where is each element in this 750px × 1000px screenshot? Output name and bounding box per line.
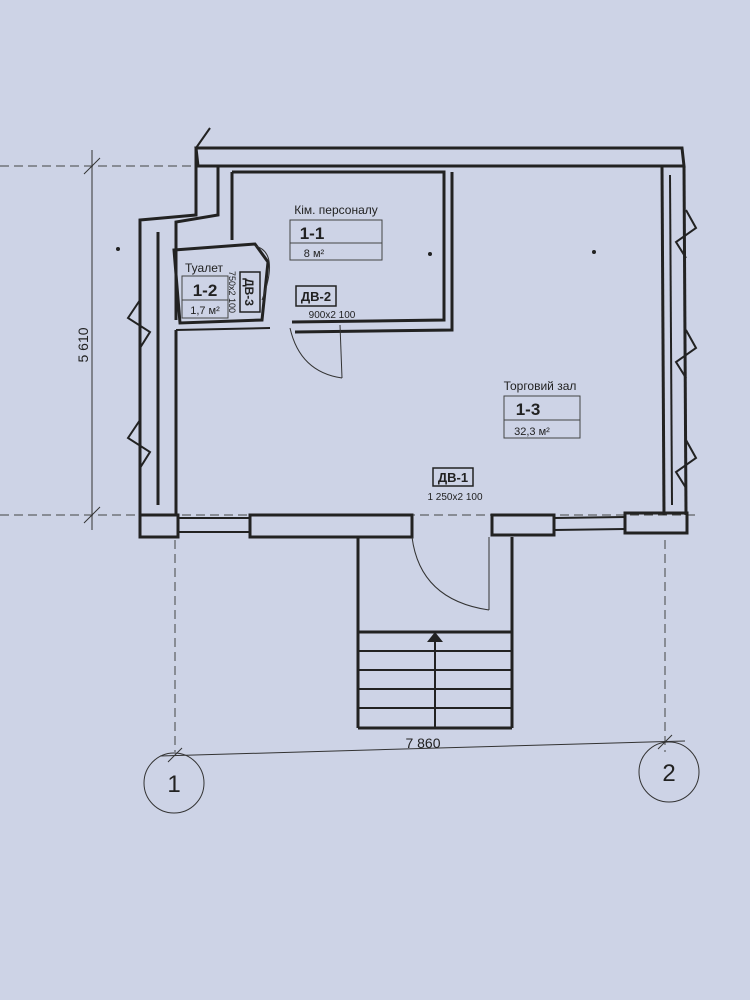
door-dv2 xyxy=(289,324,343,379)
room-dot xyxy=(428,252,432,256)
room-toilet: Туалет 1-2 1,7 м² xyxy=(181,261,229,319)
door-label-dv3: ДВ-3 750x2 100 xyxy=(227,271,261,313)
svg-text:ДВ-1: ДВ-1 xyxy=(438,470,468,485)
width-dimension: 7 860 xyxy=(405,735,440,751)
svg-text:Кім. персоналу: Кім. персоналу xyxy=(294,203,378,217)
axis-marker-1: 1 xyxy=(143,752,205,814)
svg-text:1: 1 xyxy=(167,771,180,798)
svg-text:900x2 100: 900x2 100 xyxy=(309,310,356,321)
door-dv3 xyxy=(254,245,271,301)
room-dot xyxy=(592,250,596,254)
svg-text:Торговий зал: Торговий зал xyxy=(504,379,577,393)
arrow-up-icon xyxy=(427,632,443,642)
height-dimension: 5 610 xyxy=(75,327,91,362)
svg-text:ДВ-2: ДВ-2 xyxy=(301,289,331,304)
svg-text:1 250x2 100: 1 250x2 100 xyxy=(427,492,482,503)
door-label-dv1: ДВ-1 1 250x2 100 xyxy=(427,467,483,503)
door-label-dv2: ДВ-2 900x2 100 xyxy=(295,285,356,321)
svg-text:1-3: 1-3 xyxy=(516,400,541,419)
room-dot xyxy=(116,247,120,251)
svg-text:1-1: 1-1 xyxy=(300,224,325,243)
svg-text:32,3 м²: 32,3 м² xyxy=(514,426,550,438)
svg-text:2: 2 xyxy=(662,760,675,787)
svg-text:ДВ-3: ДВ-3 xyxy=(242,278,256,306)
svg-text:1-2: 1-2 xyxy=(193,281,218,300)
entrance-stairs xyxy=(356,537,514,730)
room-hall: Торговий зал 1-3 32,3 м² xyxy=(503,379,581,439)
svg-text:1,7 м²: 1,7 м² xyxy=(190,305,220,317)
svg-text:750x2 100: 750x2 100 xyxy=(227,271,237,313)
svg-text:8 м²: 8 м² xyxy=(304,248,325,260)
svg-text:Туалет: Туалет xyxy=(185,261,223,275)
door-dv1 xyxy=(411,536,490,611)
room-staff: Кім. персоналу 1-1 8 м² xyxy=(289,203,383,261)
walls xyxy=(126,127,698,539)
dimension-lines xyxy=(0,150,700,763)
axis-marker-2: 2 xyxy=(638,741,700,803)
